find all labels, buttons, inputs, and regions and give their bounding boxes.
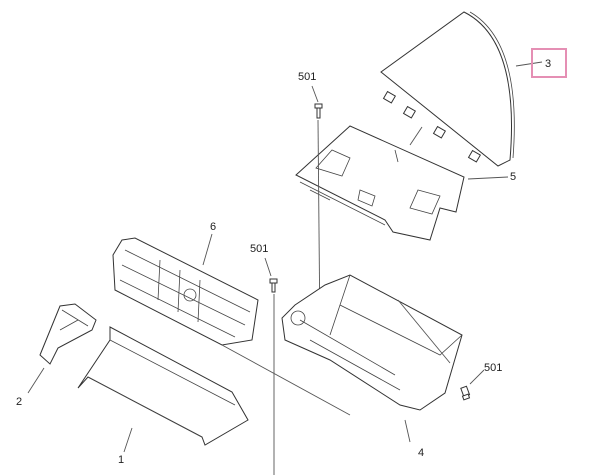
callout-2: 2 xyxy=(16,367,45,408)
callout-label: 2 xyxy=(16,396,22,408)
part-5-plate[interactable] xyxy=(295,125,465,241)
callout-4: 4 xyxy=(404,419,424,459)
part-4-frame[interactable] xyxy=(281,274,463,411)
callout-label: 5 xyxy=(510,171,516,183)
callout-label: 1 xyxy=(118,454,124,466)
callout-501-top: 501 xyxy=(298,71,319,103)
callout-label: 501 xyxy=(484,362,502,374)
callout-5: 5 xyxy=(467,171,516,183)
part-3-cover[interactable] xyxy=(380,11,515,167)
part-6-roller-assembly[interactable] xyxy=(112,237,259,346)
callout-label: 501 xyxy=(298,71,316,83)
part-2-cap[interactable] xyxy=(39,303,97,365)
callout-3: 3 xyxy=(515,48,567,78)
part-1-cover[interactable] xyxy=(77,326,249,446)
callout-501-mid: 501 xyxy=(250,243,272,277)
callout-label: 4 xyxy=(418,447,424,459)
highlight-box xyxy=(531,48,567,78)
screw-501-right[interactable] xyxy=(460,385,471,401)
callout-label: 3 xyxy=(545,58,551,70)
callout-label: 6 xyxy=(210,221,216,233)
callout-label: 501 xyxy=(250,243,268,255)
callout-1: 1 xyxy=(118,427,133,466)
screw-501-top[interactable] xyxy=(314,103,323,119)
screw-501-mid[interactable] xyxy=(269,278,278,293)
callout-6: 6 xyxy=(202,221,216,266)
callout-501-right: 501 xyxy=(469,362,502,385)
